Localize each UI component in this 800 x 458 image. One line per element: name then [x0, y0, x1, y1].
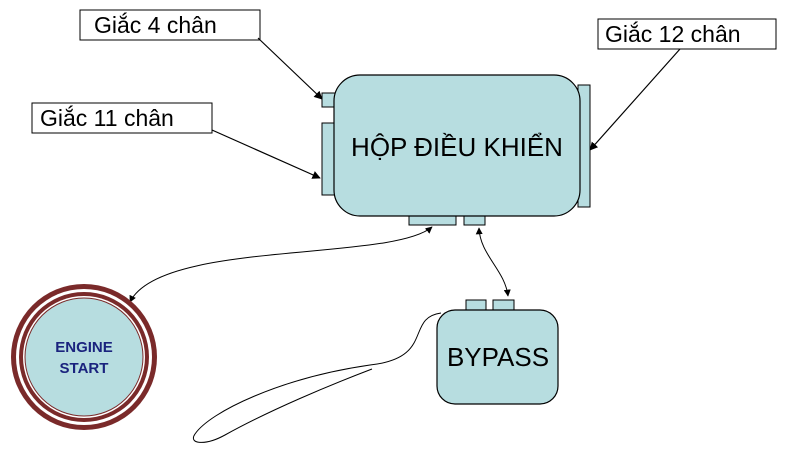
label-connector-12-text: Giắc 12 chân: [605, 21, 741, 47]
bypass-connection-wire: [475, 227, 511, 297]
pointer-arrow-connector-11: [211, 129, 321, 179]
engine-start-line2: START: [60, 360, 109, 377]
control-box-title: HỘP ĐIỀU KHIỂN: [351, 132, 563, 162]
engine-start-line1: ENGINE: [55, 339, 113, 356]
bypass-box: BYPASS: [436, 309, 559, 405]
label-connector-12: Giắc 12 chân: [597, 18, 777, 50]
engine-connection-wire: [129, 226, 433, 303]
label-connector-4-text: Giắc 4 chân: [94, 12, 217, 38]
connector-4-pin: [321, 92, 336, 108]
label-connector-11: Giắc 11 chân: [31, 102, 213, 134]
bypass-wire-loop: [192, 312, 442, 443]
label-connector-11-text: Giắc 11 chân: [40, 105, 174, 131]
label-connector-4: Giắc 4 chân: [79, 9, 261, 41]
connector-11-pin: [321, 122, 336, 196]
engine-start-button: ENGINE START: [11, 284, 157, 430]
pointer-arrow-connector-4: [257, 37, 323, 100]
control-box: HỘP ĐIỀU KHIỂN: [333, 74, 581, 217]
bypass-box-title: BYPASS: [447, 342, 549, 372]
pointer-arrow-connector-12: [589, 48, 681, 151]
